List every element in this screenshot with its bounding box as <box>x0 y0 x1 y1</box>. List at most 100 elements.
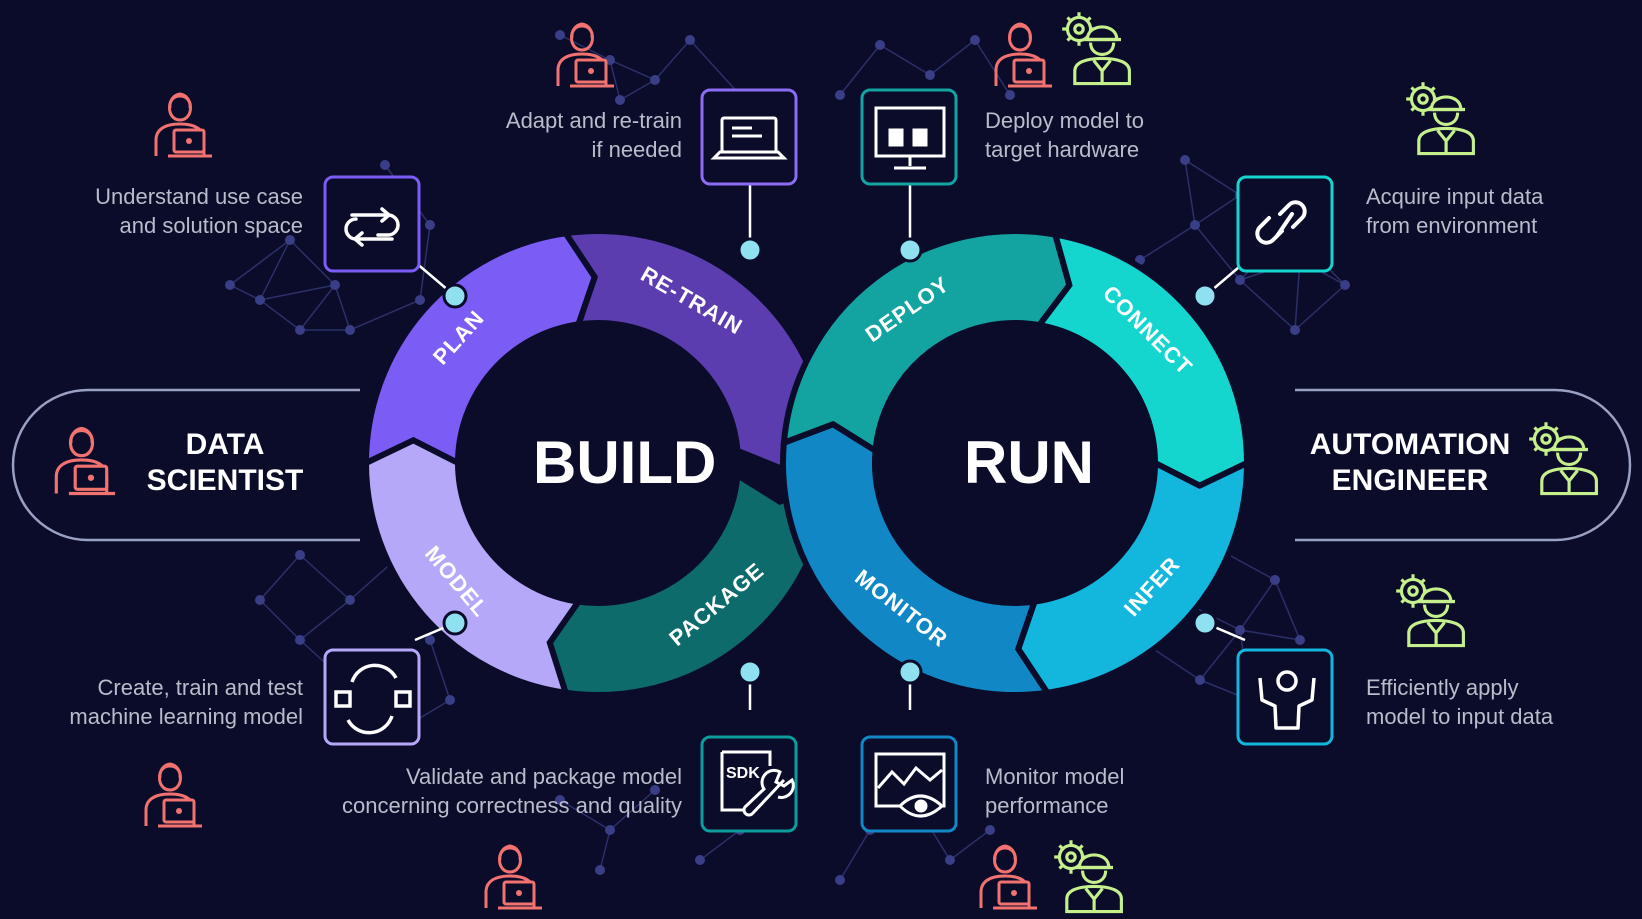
retrain-description-line-1: Adapt and re-train <box>505 108 682 133</box>
network-node <box>835 90 845 100</box>
network-node <box>425 220 435 230</box>
model-icon-box <box>323 648 421 746</box>
network-edge <box>419 224 431 301</box>
network-edge <box>879 44 931 76</box>
package-icon-box: SDK <box>700 735 798 833</box>
network-edge <box>1194 194 1241 226</box>
network-edge <box>689 39 741 96</box>
network-node <box>650 785 660 795</box>
automation-engineer-line-1: AUTOMATION <box>1309 428 1511 461</box>
network-edge <box>259 284 336 301</box>
model-node <box>442 610 468 636</box>
network-node <box>595 865 605 875</box>
network-node <box>285 235 295 245</box>
automation-engineer-line-2: ENGINEER <box>1331 464 1489 497</box>
network-node <box>1235 625 1245 635</box>
build-title: BUILD <box>533 429 717 496</box>
network-edge <box>349 299 421 331</box>
automation-engineer-person-icon <box>1052 838 1123 914</box>
network-edge <box>839 829 871 881</box>
deploy-description-line-2: target hardware <box>985 137 1140 162</box>
plan-icon-box <box>323 175 421 273</box>
network-node <box>925 70 935 80</box>
deploy-segment <box>780 228 1073 456</box>
network-edge <box>1194 224 1241 281</box>
network-edge <box>949 829 991 861</box>
automation-engineer-person-icon <box>1404 80 1475 156</box>
connect-icon-box <box>1236 175 1334 273</box>
data-scientist-line-2: SCIENTIST <box>146 464 304 497</box>
network-node <box>295 325 305 335</box>
retrain-description-line-2: if needed <box>591 137 682 162</box>
network-node <box>685 35 695 45</box>
infer-icon-box <box>1236 648 1334 746</box>
automation-engineer-person-icon <box>1527 420 1598 496</box>
network-node <box>1295 635 1305 645</box>
network-edge <box>334 284 351 331</box>
automation-engineer-person-icon <box>1394 572 1465 648</box>
network-node <box>1180 155 1190 165</box>
laptop-icon <box>710 116 788 160</box>
network-edge <box>654 39 691 81</box>
network-node <box>985 825 995 835</box>
network-edge <box>299 554 351 601</box>
link-icon <box>1255 200 1307 245</box>
network-edge <box>1184 159 1196 226</box>
data-scientist-person-icon <box>154 92 214 158</box>
model-description-line-2: machine learning model <box>69 704 303 729</box>
automation-engineer-capsule <box>1295 388 1632 542</box>
network-node <box>945 855 955 865</box>
network-edge <box>1184 159 1241 196</box>
network-edge <box>839 44 881 96</box>
sdk-wrench-icon: SDK <box>720 750 795 817</box>
plan-description-line-1: Understand use case <box>95 184 303 209</box>
network-node <box>615 95 625 105</box>
network-edge <box>699 829 741 861</box>
connectors <box>414 180 1246 710</box>
build-center <box>461 326 735 600</box>
network-edge <box>599 829 611 871</box>
network-node <box>605 825 615 835</box>
network-node <box>295 550 305 560</box>
plan-node <box>442 283 468 309</box>
monitor-icon <box>874 106 946 170</box>
network-edge <box>229 239 291 286</box>
monitor-node <box>897 659 923 685</box>
data-scientist-person-icon <box>556 22 616 88</box>
infer-description: Efficiently apply model to input data <box>1366 673 1553 731</box>
network-edge <box>299 599 351 641</box>
package-description-line-1: Validate and package model <box>405 764 682 789</box>
deploy-node <box>897 237 923 263</box>
network-node <box>695 855 705 865</box>
retrain-node <box>737 237 763 263</box>
package-description: Validate and package model concerning co… <box>342 762 682 820</box>
retrain-icon-box <box>700 88 798 186</box>
connect-description: Acquire input data from environment <box>1366 182 1543 240</box>
data-scientist-person-icon <box>484 844 544 910</box>
run-center <box>878 326 1152 600</box>
network-node <box>1270 575 1280 585</box>
network-node <box>875 40 885 50</box>
network-edge <box>1294 284 1346 331</box>
image-eye-icon <box>874 752 946 818</box>
network-edge <box>929 39 976 76</box>
network-node <box>295 635 305 645</box>
automation-engineer-person-icon <box>1060 10 1131 86</box>
network-edge <box>1239 629 1301 641</box>
network-edge <box>1239 579 1276 631</box>
monitor-icon-box <box>860 735 958 833</box>
network-node <box>345 325 355 335</box>
network-edge <box>259 599 301 641</box>
package-description-line-2: concerning correctness and quality <box>342 793 682 818</box>
sdk-label: SDK <box>726 765 760 782</box>
network-edge <box>619 79 656 101</box>
data-scientist-capsule <box>11 388 360 542</box>
network-node <box>835 875 845 885</box>
monitor-description: Monitor model performance <box>985 762 1124 820</box>
network-edge <box>259 239 291 301</box>
network-edge <box>1274 579 1301 641</box>
package-node <box>737 659 763 685</box>
data-scientist-label: DATA SCIENTIST <box>143 427 307 499</box>
network-edge <box>559 34 611 61</box>
